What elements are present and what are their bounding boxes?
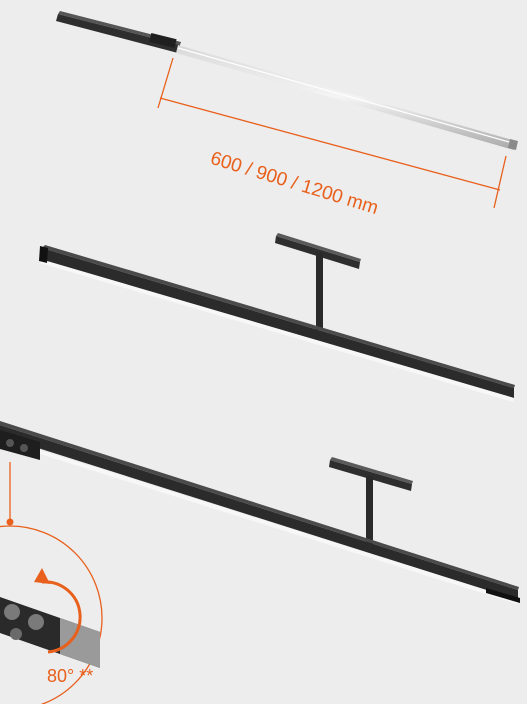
spot-lens-2 <box>20 444 28 452</box>
rotation-arc <box>41 580 82 654</box>
linear-light-track-module <box>56 11 518 150</box>
dimension-tick-left <box>157 57 174 109</box>
pendant-stem <box>316 252 323 330</box>
pendant-end-cap <box>39 246 48 263</box>
spot-head <box>0 430 40 460</box>
length-dimension <box>157 57 507 209</box>
spot-pendant-profile-top <box>0 421 519 590</box>
silver-profile-highlight <box>177 47 517 145</box>
spot-pendant-diffuser <box>40 450 518 604</box>
pendant-profile-body <box>40 248 514 398</box>
track-adapter <box>56 14 180 53</box>
rotation-arrow-head <box>34 568 50 584</box>
pendant-linear-light <box>39 233 515 402</box>
adapter-connector <box>149 32 177 48</box>
pendant-linear-light-with-spot <box>0 421 520 604</box>
spot-pendant-stem <box>366 476 373 552</box>
spot-pendant-adapter-top <box>330 457 413 484</box>
rotation-angle-label: 80° ** <box>47 666 94 686</box>
dimension-line <box>159 97 501 191</box>
magnified-lens-2 <box>28 614 44 630</box>
pendant-profile-top <box>42 245 515 388</box>
profile-end-cap <box>508 139 518 150</box>
spot-end-cap <box>486 588 520 603</box>
magnified-lens-1 <box>4 604 20 620</box>
spot-pendant-adapter <box>329 460 412 491</box>
silver-profile-body <box>176 45 516 150</box>
rotation-detail-callout <box>0 462 103 704</box>
spot-lens-1 <box>6 439 14 447</box>
magnified-lens-3 <box>10 628 22 640</box>
magnified-profile-highlight <box>60 618 100 668</box>
spot-pendant-profile-body <box>0 425 518 600</box>
callout-dot <box>6 518 14 526</box>
dimension-tick-right <box>493 155 507 209</box>
pendant-diffuser <box>40 259 514 402</box>
track-adapter-top-edge <box>58 11 181 45</box>
pendant-adapter-top <box>276 233 361 262</box>
